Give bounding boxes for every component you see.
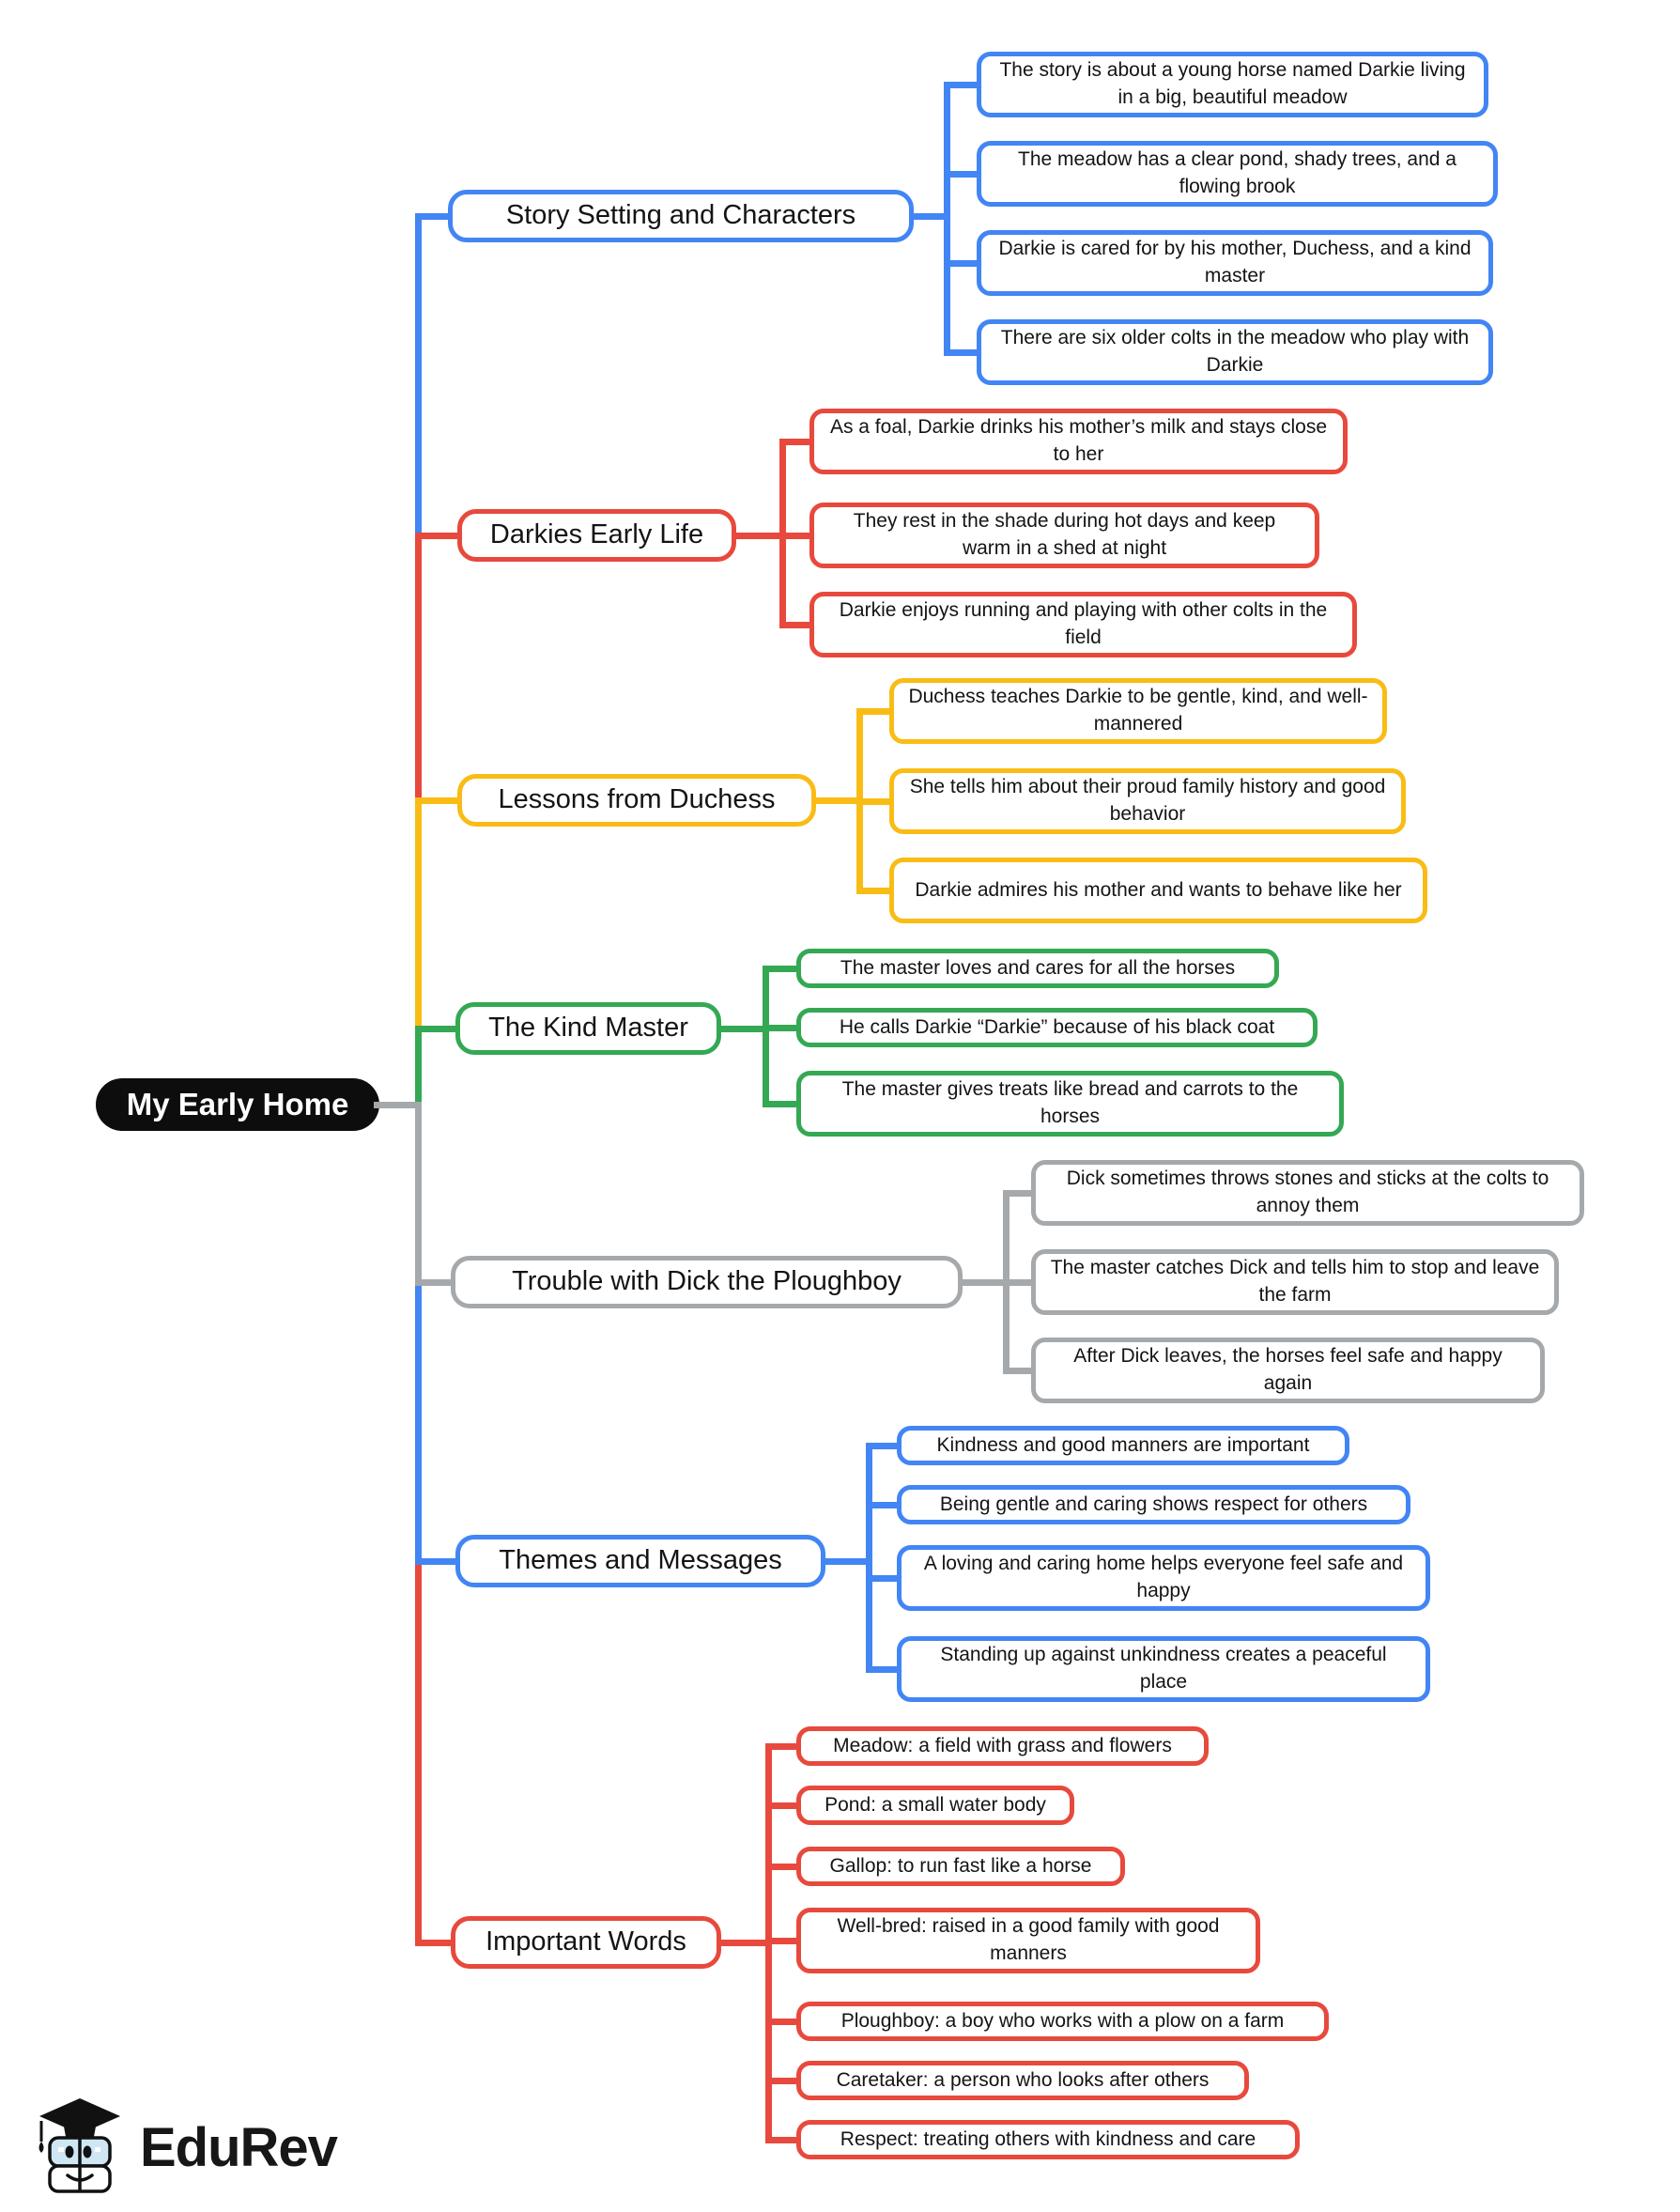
connector-line	[415, 1557, 422, 1946]
leaf-node: She tells him about their proud family h…	[889, 768, 1406, 834]
connector-line	[866, 1442, 872, 1673]
connector-line	[779, 532, 813, 539]
leaf-node: Dick sometimes throws stones and sticks …	[1031, 1160, 1584, 1226]
leaf-node: Being gentle and caring shows respect fo…	[897, 1485, 1410, 1524]
leaf-node: Meadow: a field with grass and flowers	[796, 1726, 1209, 1766]
connector-line	[944, 348, 980, 356]
edurev-wordmark: EduRev	[140, 2117, 338, 2178]
connector-line	[415, 797, 422, 1032]
leaf-node: There are six older colts in the meadow …	[977, 319, 1493, 385]
leaf-node: Darkie is cared for by his mother, Duche…	[977, 230, 1493, 296]
connector-line	[763, 965, 769, 1107]
branch-node: Important Words	[451, 1916, 721, 1969]
leaf-node: Darkie enjoys running and playing with o…	[809, 592, 1357, 657]
leaf-node: After Dick leaves, the horses feel safe …	[1031, 1338, 1545, 1403]
connector-line	[765, 2077, 800, 2084]
connector-line	[1003, 1189, 1035, 1197]
connector-line	[866, 1574, 901, 1582]
connector-line	[765, 1937, 800, 1944]
connector-line	[415, 532, 422, 804]
connector-line	[910, 212, 950, 220]
leaf-node: They rest in the shade during hot days a…	[809, 503, 1319, 568]
connector-line	[944, 259, 980, 267]
connector-line	[944, 81, 950, 356]
connector-line	[1003, 1278, 1035, 1286]
connector-line	[856, 887, 893, 894]
connector-line	[866, 1665, 901, 1673]
branch-node: Story Setting and Characters	[448, 190, 914, 242]
leaf-node: Darkie admires his mother and wants to b…	[889, 858, 1427, 923]
connector-line	[415, 532, 461, 539]
connector-line	[732, 532, 786, 539]
connector-line	[415, 1557, 459, 1565]
connector-line	[944, 170, 980, 178]
connector-line	[763, 1024, 800, 1031]
leaf-node: He calls Darkie “Darkie” because of his …	[796, 1008, 1318, 1047]
connector-line	[779, 621, 813, 628]
edurev-logo: EduRev	[33, 2093, 338, 2203]
connector-line	[717, 1025, 769, 1032]
connector-line	[856, 797, 893, 805]
leaf-node: The story is about a young horse named D…	[977, 52, 1488, 117]
connector-line	[1003, 1367, 1035, 1374]
connector-line	[415, 1939, 455, 1946]
connector-line	[779, 438, 813, 445]
branch-node: Trouble with Dick the Ploughboy	[451, 1256, 963, 1308]
connector-line	[866, 1442, 901, 1449]
connector-line	[765, 2018, 800, 2025]
connector-line	[765, 1863, 800, 1870]
leaf-node: Pond: a small water body	[796, 1786, 1074, 1825]
leaf-node: The master catches Dick and tells him to…	[1031, 1249, 1559, 1315]
connector-line	[765, 2136, 800, 2143]
leaf-node: Gallop: to run fast like a horse	[796, 1847, 1125, 1886]
leaf-node: The master loves and cares for all the h…	[796, 949, 1279, 988]
branch-node: Lessons from Duchess	[457, 774, 816, 827]
connector-line	[763, 1100, 800, 1107]
connector-line	[415, 1025, 422, 1108]
connector-line	[765, 1802, 800, 1809]
connector-line	[415, 797, 461, 804]
connector-line	[415, 212, 452, 220]
leaf-node: Kindness and good manners are important	[897, 1426, 1349, 1465]
branch-node: The Kind Master	[455, 1002, 721, 1055]
leaf-node: Ploughboy: a boy who works with a plow o…	[796, 2002, 1329, 2041]
leaf-node: Standing up against unkindness creates a…	[897, 1636, 1430, 1702]
connector-line	[717, 1939, 772, 1946]
connector-line	[765, 1742, 800, 1750]
leaf-node: Respect: treating others with kindness a…	[796, 2120, 1300, 2159]
connector-line	[812, 797, 863, 804]
connector-line	[415, 212, 422, 539]
connector-line	[763, 965, 800, 972]
leaf-node: As a foal, Darkie drinks his mother’s mi…	[809, 409, 1348, 474]
leaf-node: A loving and caring home helps everyone …	[897, 1545, 1430, 1611]
connector-line	[856, 707, 893, 715]
root-node: My Early Home	[96, 1078, 379, 1131]
leaf-node: Well-bred: raised in a good family with …	[796, 1908, 1260, 1973]
connector-line	[374, 1101, 422, 1108]
connector-line	[415, 1101, 422, 1286]
connector-line	[415, 1025, 459, 1032]
leaf-node: The master gives treats like bread and c…	[796, 1071, 1344, 1137]
branch-node: Darkies Early Life	[457, 509, 736, 562]
connector-line	[866, 1501, 901, 1508]
leaf-node: Caretaker: a person who looks after othe…	[796, 2061, 1249, 2100]
connector-line	[959, 1278, 1010, 1286]
connector-line	[415, 1278, 455, 1286]
connector-line	[415, 1278, 422, 1565]
connector-line	[944, 81, 980, 88]
edurev-mascot-icon	[33, 2093, 127, 2203]
leaf-node: The meadow has a clear pond, shady trees…	[977, 141, 1498, 207]
connector-line	[822, 1557, 872, 1565]
branch-node: Themes and Messages	[455, 1535, 825, 1587]
leaf-node: Duchess teaches Darkie to be gentle, kin…	[889, 678, 1387, 744]
